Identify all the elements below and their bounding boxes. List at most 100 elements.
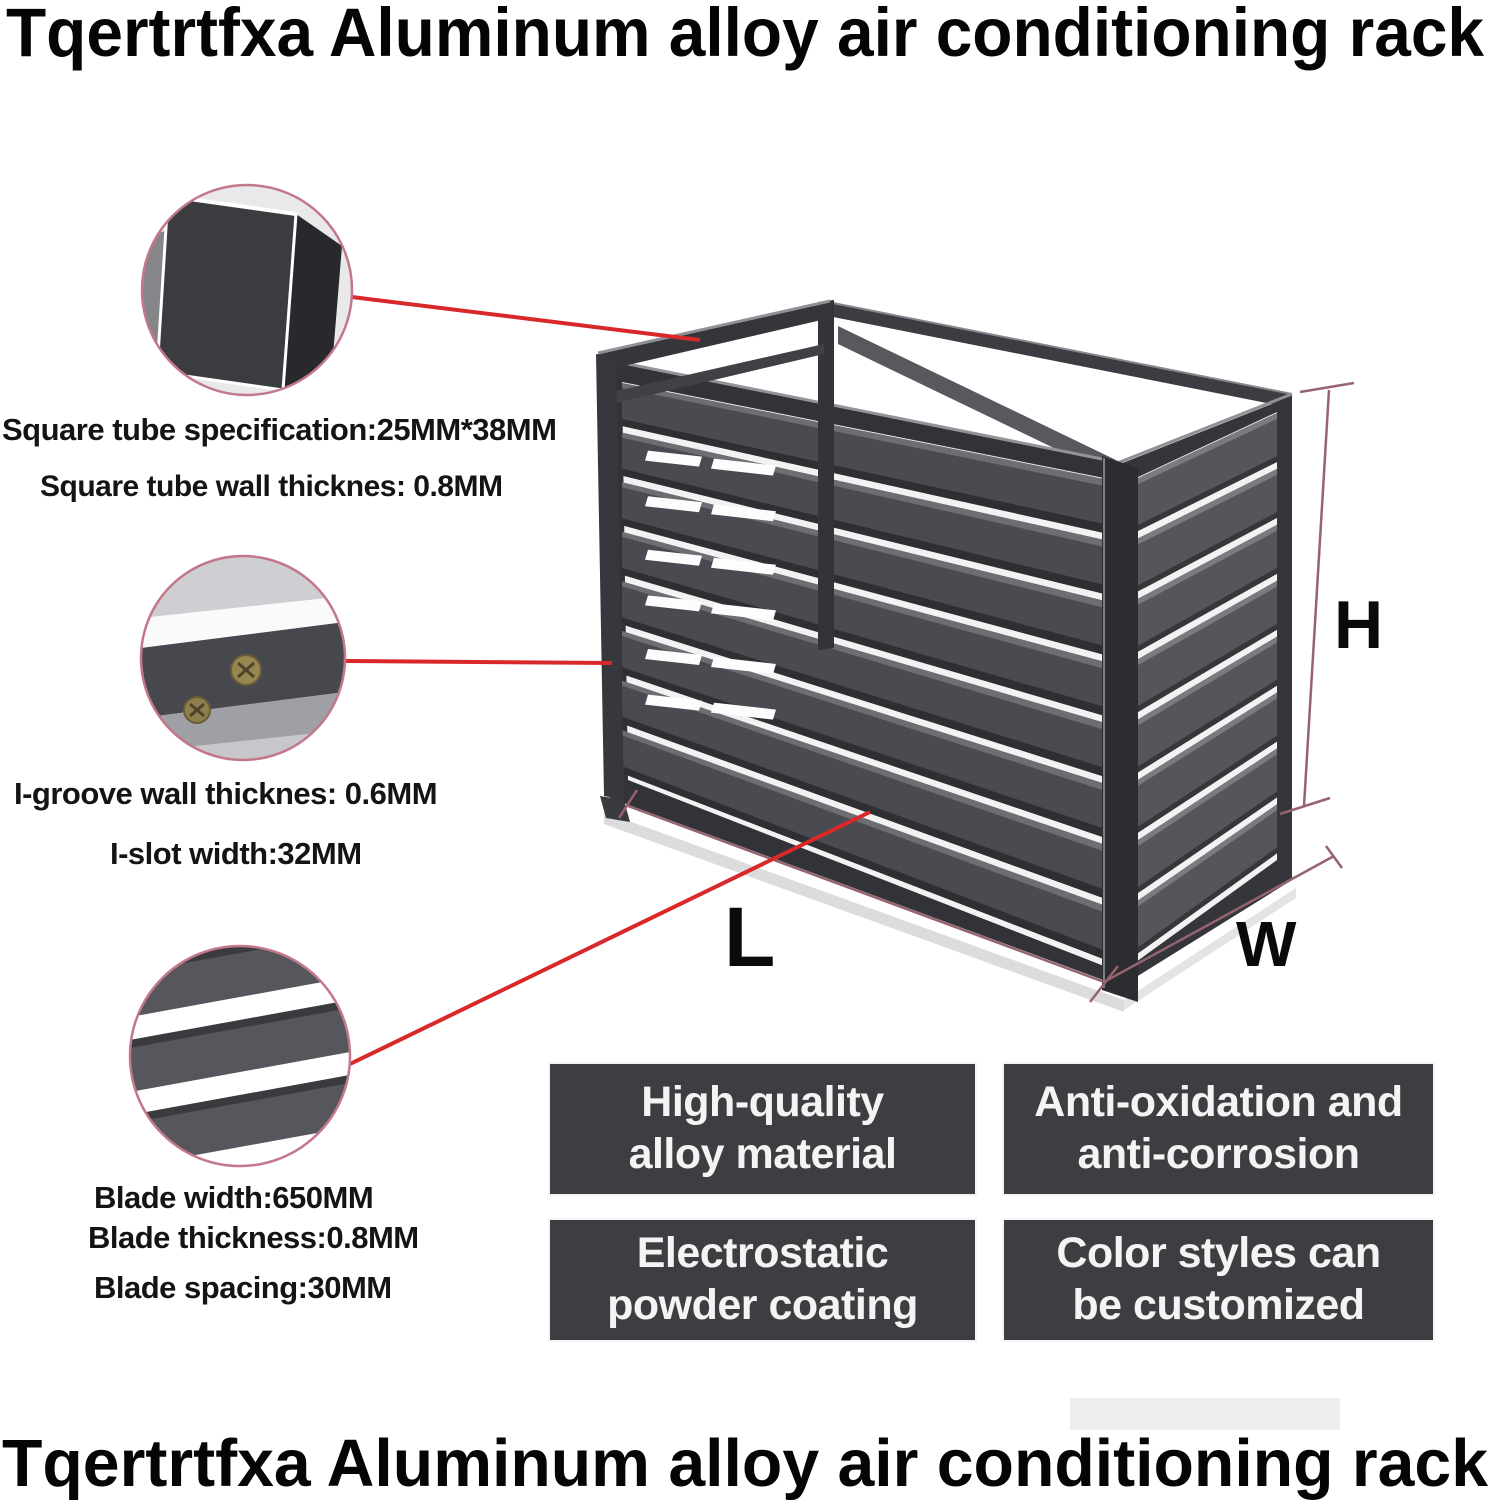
annotation-i-groove-wall: I-groove wall thicknes: 0.6MM <box>14 776 438 811</box>
dimension-tick-corner <box>1089 965 1119 1003</box>
louver-slat <box>1136 847 1277 955</box>
feature-box-powder-coating: Electrostatic powder coating <box>548 1218 977 1342</box>
louver-slat <box>711 458 776 476</box>
louver-slat <box>645 595 702 612</box>
louver-slat <box>622 383 1104 533</box>
dimension-lines <box>617 381 1355 1003</box>
louver-slat <box>1136 735 1277 834</box>
front-louver-panel <box>602 357 1123 987</box>
louver-slat <box>1136 468 1277 593</box>
feature-box-anti-oxidation: Anti-oxidation and anti-corrosion <box>1002 1062 1435 1196</box>
louver-slat <box>1136 511 1277 593</box>
louver-slat <box>1136 468 1277 546</box>
annotation-blade-thickness: Blade thickness:0.8MM <box>88 1220 419 1255</box>
louver-slat <box>622 383 1104 486</box>
annotation-blade-spacing: Blade spacing:30MM <box>94 1270 392 1305</box>
louver-slat <box>645 549 702 566</box>
front-louvers <box>622 383 1104 960</box>
louver-slat <box>1136 580 1277 667</box>
callout-circle-square-tube <box>140 183 354 397</box>
louver-slat <box>622 631 1104 838</box>
louver-slat <box>1136 413 1277 485</box>
louver-slat <box>622 766 1104 960</box>
louver-slat <box>1136 567 1277 653</box>
louver-slat <box>622 419 1104 533</box>
feature-box-text: High-quality <box>641 1078 884 1127</box>
back-rail <box>827 301 1293 478</box>
feature-box-text: Anti-oxidation and <box>1034 1078 1403 1127</box>
dimension-line-l <box>627 804 1105 984</box>
louver-slat <box>622 581 1104 777</box>
louver-slat <box>622 680 1104 899</box>
louver-slat <box>1136 580 1277 714</box>
feature-box-text: powder coating <box>607 1281 918 1329</box>
louver-slat <box>711 657 776 674</box>
louver-slat <box>1136 804 1277 955</box>
dimension-label-l: L <box>724 890 775 984</box>
louver-slat <box>645 496 702 513</box>
louver-slat <box>622 432 1104 594</box>
louver-slat <box>622 482 1104 655</box>
feature-box-text: anti-corrosion <box>1077 1130 1360 1178</box>
dimension-tick-l-left <box>617 789 639 819</box>
louver-slat <box>1136 623 1277 714</box>
louver-slat <box>1136 636 1277 727</box>
callout-detail-i-groove <box>141 556 345 760</box>
louver-slat <box>645 450 702 467</box>
page-title-top: Tqertrtfxa Aluminum alloy air conditioni… <box>6 0 1485 71</box>
feature-box-text: Electrostatic <box>636 1229 889 1278</box>
louver-slat <box>1136 748 1277 895</box>
callout-circle-blade <box>128 944 352 1168</box>
ground-shadow <box>604 812 1296 1012</box>
corner-post <box>1102 456 1138 1002</box>
annotation-square-tube-wall: Square tube wall thicknes: 0.8MM <box>40 470 503 503</box>
dimension-tick-w-right <box>1324 845 1344 869</box>
annotation-blade-width: Blade width:650MM <box>94 1180 374 1215</box>
louver-slat <box>622 567 1104 716</box>
louver-slat <box>1136 636 1277 774</box>
louver-slat <box>622 730 1104 960</box>
louver-slat <box>711 603 776 621</box>
feature-box-text: alloy material <box>628 1130 897 1178</box>
louver-slat <box>1136 679 1277 774</box>
callout-lines <box>344 295 871 1066</box>
louver-slat <box>622 730 1104 913</box>
louver-slat <box>622 680 1104 852</box>
louver-slat <box>1136 692 1277 834</box>
feature-box-custom-colors: Color styles can be customized <box>1002 1218 1435 1342</box>
callout-line-blade <box>349 810 871 1066</box>
callout-line-i-groove <box>344 659 613 665</box>
louver-slat <box>1136 692 1277 787</box>
dimension-label-w: W <box>1236 908 1297 980</box>
page-title-bottom: Tqertrtfxa Aluminum alloy air conditioni… <box>2 1426 1489 1500</box>
louver-slat <box>622 531 1104 716</box>
annotation-i-slot-width: I-slot width:32MM <box>110 836 362 871</box>
dimension-line-h <box>1302 389 1331 807</box>
louver-slat <box>622 581 1104 730</box>
louver-slat <box>1136 456 1277 532</box>
louver-slat <box>622 432 1104 547</box>
louver-slat <box>711 557 776 575</box>
callout-detail-square-tube <box>142 185 352 395</box>
left-open-frame <box>596 299 834 822</box>
ac-rack-illustration <box>596 299 1293 1002</box>
dimension-line-w <box>1103 854 1335 984</box>
louver-slat <box>1136 791 1277 895</box>
dimension-tick-h-bottom <box>1279 796 1331 816</box>
dimension-tick-h-top <box>1299 381 1355 394</box>
right-louver-panel <box>1119 392 1293 987</box>
louver-slat <box>645 649 702 665</box>
feature-box-text: Color styles can <box>1056 1229 1381 1278</box>
dimension-label-h: H <box>1334 587 1383 663</box>
louver-slat <box>711 702 776 720</box>
louver-slat <box>622 617 1104 777</box>
louver-slat <box>622 716 1104 899</box>
louver-slat <box>1136 524 1277 606</box>
callout-circle-i-groove <box>139 554 347 762</box>
annotation-square-tube-spec: Square tube specification:25MM*38MM <box>2 412 557 447</box>
louver-slat <box>622 468 1104 594</box>
louver-slat <box>1136 413 1277 532</box>
louver-slat <box>1136 804 1277 908</box>
